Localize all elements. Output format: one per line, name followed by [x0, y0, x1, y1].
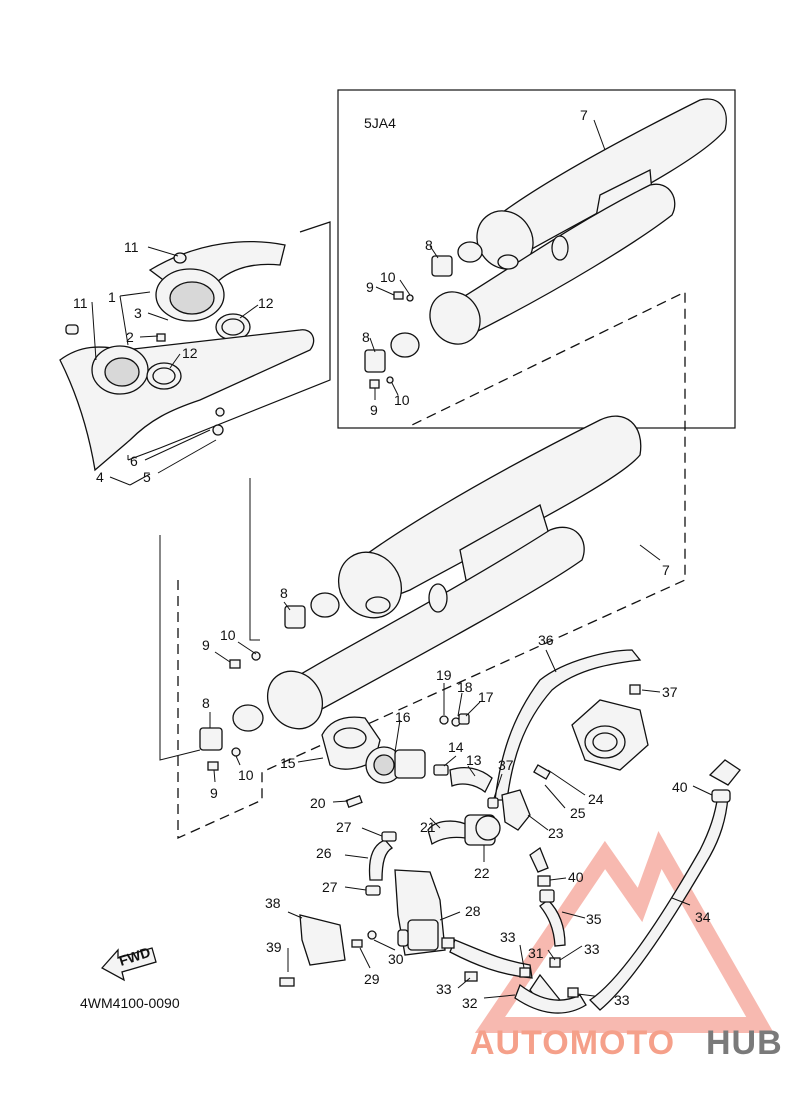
drawing-code: 4WM4100-0090: [80, 995, 180, 1011]
callout-35: 35: [586, 911, 602, 927]
callout-2: 2: [126, 329, 134, 345]
callout-25: 25: [570, 805, 586, 821]
callout-24: 24: [588, 791, 604, 807]
callout-27: 27: [322, 879, 338, 895]
callout-20: 20: [310, 795, 326, 811]
callout-34: 34: [695, 909, 711, 925]
muffler-main-group: [159, 290, 686, 840]
callout-33: 33: [584, 941, 600, 957]
callout-38: 38: [265, 895, 281, 911]
header-pipe-group: [59, 221, 331, 486]
muffler-5ja4-group: [337, 89, 736, 429]
callout-8: 8: [280, 585, 288, 601]
callout-40: 40: [568, 869, 584, 885]
callout-11: 11: [73, 295, 88, 311]
callout-12: 12: [182, 345, 198, 361]
callout-36: 36: [538, 632, 554, 648]
callout-19: 19: [436, 667, 452, 683]
callout-18: 18: [457, 679, 473, 695]
callout-8: 8: [362, 329, 370, 345]
variant-label: 5JA4: [364, 115, 396, 131]
callout-8: 8: [202, 695, 210, 711]
callout-10: 10: [380, 269, 396, 285]
callout-30: 30: [388, 951, 404, 967]
callout-37: 37: [498, 757, 514, 773]
callout-29: 29: [364, 971, 380, 987]
callout-5: 5: [143, 469, 151, 485]
callout-10: 10: [394, 392, 410, 408]
callout-37: 37: [662, 684, 678, 700]
callout-40: 40: [672, 779, 688, 795]
callout-33: 33: [614, 992, 630, 1008]
callout-32: 32: [462, 995, 478, 1011]
callout-39: 39: [266, 939, 282, 955]
callout-10: 10: [238, 767, 254, 783]
callout-27: 27: [336, 819, 352, 835]
callout-31: 31: [528, 945, 544, 961]
callout-12: 12: [258, 295, 274, 311]
callout-33: 33: [436, 981, 452, 997]
watermark-logo: [474, 831, 774, 1033]
callout-33: 33: [500, 929, 516, 945]
watermark-text: AUTOMOTO HUB: [470, 1024, 783, 1062]
watermark-part-2: HUB: [706, 1024, 783, 1062]
callout-7: 7: [580, 107, 588, 123]
callout-7: 7: [662, 562, 670, 578]
callout-11: 11: [124, 239, 139, 255]
callout-4: 4: [96, 469, 104, 485]
callout-1: 1: [108, 289, 116, 305]
callout-10: 10: [220, 627, 236, 643]
watermark-part-1: AUTOMOTO: [470, 1024, 675, 1062]
callout-9: 9: [210, 785, 218, 801]
callout-15: 15: [280, 755, 296, 771]
callout-17: 17: [478, 689, 494, 705]
callout-23: 23: [548, 825, 564, 841]
callout-labels: 5JA4 7 7 11 11 1 3 2 12 12 6 4 5 8 10 9 …: [73, 107, 711, 1011]
callout-3: 3: [134, 305, 142, 321]
callout-14: 14: [448, 739, 464, 755]
callout-26: 26: [316, 845, 332, 861]
callout-9: 9: [370, 402, 378, 418]
callout-9: 9: [366, 279, 374, 295]
callout-21: 21: [420, 819, 436, 835]
callout-8: 8: [425, 237, 433, 253]
callout-28: 28: [465, 903, 481, 919]
air-induction-group: [100, 649, 741, 1014]
callout-13: 13: [466, 752, 482, 768]
callout-9: 9: [202, 637, 210, 653]
callout-6: 6: [130, 453, 138, 469]
callout-16: 16: [395, 709, 411, 725]
callout-22: 22: [474, 865, 490, 881]
